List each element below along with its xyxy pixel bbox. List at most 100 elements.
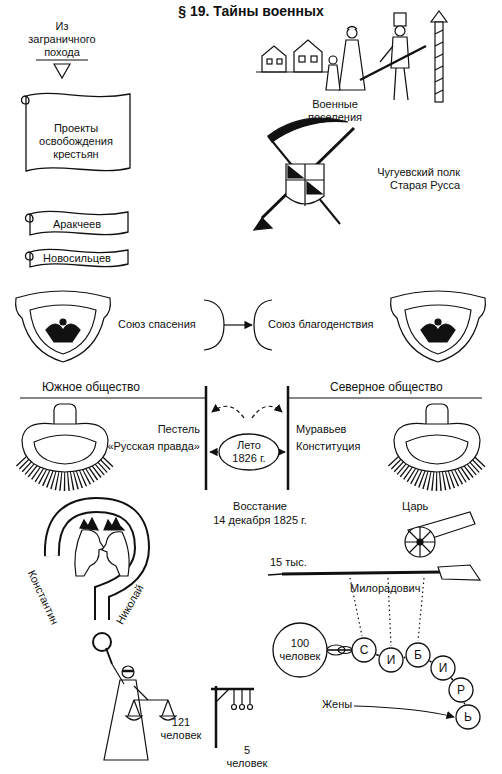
letter-circle: И	[378, 647, 404, 673]
houses-drawing	[256, 40, 330, 72]
epaulette-emblem	[394, 423, 480, 472]
epaulette-emblem	[406, 435, 468, 464]
title: § 19. Тайны военных	[0, 3, 502, 20]
scroll-box-outline	[26, 211, 129, 235]
gorget-emblem	[16, 291, 111, 362]
justice-figure	[104, 680, 148, 760]
chain-circle: 100 человек	[272, 622, 328, 678]
tsar-profiles	[80, 518, 98, 530]
gallows-drawing	[234, 689, 250, 704]
cannon-drawing	[405, 527, 435, 557]
gallows-drawing	[211, 686, 254, 748]
ellipse-node-outline	[219, 434, 279, 470]
justice-figure	[104, 648, 176, 760]
chain-connector	[404, 657, 405, 659]
node-text: 100 человек	[277, 637, 323, 663]
contact-arrows	[212, 406, 244, 418]
node-text: И	[439, 662, 448, 675]
society-bracket	[287, 386, 290, 490]
label-text: Милорадович	[350, 582, 420, 595]
merge-bracket	[224, 324, 252, 325]
letter-circle-outline	[406, 643, 430, 667]
node-text: Лето 1826 г.	[227, 439, 271, 465]
contact-arrows	[210, 451, 218, 452]
arrow-symbol	[36, 60, 88, 78]
epaulette-emblem	[394, 404, 480, 480]
label-text: «Русская правда»	[96, 440, 200, 453]
label-text: 5 человек	[224, 744, 270, 770]
scythe-rifle-emblem	[286, 164, 324, 206]
contact-arrows	[252, 406, 282, 418]
epaulette-emblem	[34, 435, 96, 464]
letter-circle: С	[351, 637, 377, 663]
gorget-emblem	[405, 305, 471, 354]
gorget-emblem	[46, 324, 80, 342]
border-post	[431, 11, 447, 102]
chain-links	[327, 645, 352, 655]
justice-figure	[122, 666, 134, 678]
label-text: Николай	[109, 575, 150, 633]
society-bracket	[205, 386, 208, 490]
houses-drawing	[311, 56, 317, 62]
merge-bracket	[204, 300, 224, 350]
scythe-rifle-emblem	[268, 136, 340, 224]
peasant-figures	[326, 65, 340, 90]
peasant-figures	[329, 56, 337, 64]
letter-circle: Ь	[455, 704, 481, 730]
label-text: Жены	[322, 698, 352, 711]
epaulette-emblem	[22, 423, 108, 472]
letter-circle: Б	[405, 642, 431, 668]
arrow-symbol	[36, 59, 88, 60]
label-text: Военные поселения	[300, 98, 370, 124]
society-bracket	[288, 397, 482, 398]
label-text: Союз спасения	[118, 318, 196, 331]
scythe-rifle-emblem	[288, 166, 322, 194]
gallows-drawing	[216, 689, 229, 702]
gallows-drawing	[232, 705, 237, 710]
houses-drawing	[277, 59, 282, 64]
soldier-figure	[360, 13, 426, 100]
label-text: Муравьев	[296, 423, 346, 436]
letter-circle-outline	[431, 656, 455, 680]
chain-links	[338, 647, 352, 654]
rifle-drawing	[268, 574, 282, 575]
tsar-profiles	[75, 518, 129, 576]
label-text: Из заграничного похода	[24, 20, 100, 59]
gorget-emblem	[391, 291, 486, 362]
scroll-box: Аракчеев	[24, 206, 130, 240]
label-text: Восстание	[195, 500, 325, 513]
scroll-box: Новосильцев	[24, 244, 130, 272]
peasant-figures	[339, 40, 365, 90]
soldier-figure	[394, 68, 396, 100]
justice-figure	[112, 664, 124, 684]
node-text: Аракчеев	[53, 218, 101, 231]
peasant-figures	[347, 28, 357, 38]
soldier-figure	[394, 13, 406, 26]
label-text: Чугуевский полк Старая Русса	[360, 166, 460, 192]
chain-connector	[376, 654, 379, 657]
label-text: Северное общество	[330, 381, 443, 394]
cannon-drawing	[405, 527, 435, 557]
houses-drawing	[294, 40, 322, 72]
scythe-rifle-emblem	[262, 128, 354, 218]
gorget-emblem	[391, 291, 486, 362]
chain-connector	[451, 678, 453, 680]
label-text: 14 декабря 1825 г.	[195, 514, 325, 527]
scythe-rifle-emblem	[254, 118, 354, 230]
justice-figure	[128, 700, 174, 716]
letter-circle: Р	[448, 677, 474, 703]
wives-arrow	[354, 706, 454, 717]
wives-arrow	[354, 706, 454, 717]
scroll-box-outline	[22, 93, 131, 171]
node-text: Б	[414, 649, 422, 662]
chain-connector	[328, 649, 351, 651]
tsar-profiles	[104, 518, 124, 530]
label-text: Южное общество	[42, 381, 140, 394]
society-bracket	[20, 397, 206, 398]
contact-arrows	[280, 451, 285, 452]
ellipse-node: Лето 1826 г.	[218, 433, 280, 471]
question-mark	[52, 505, 142, 651]
question-mark	[93, 633, 111, 651]
chain-connector	[463, 703, 465, 705]
